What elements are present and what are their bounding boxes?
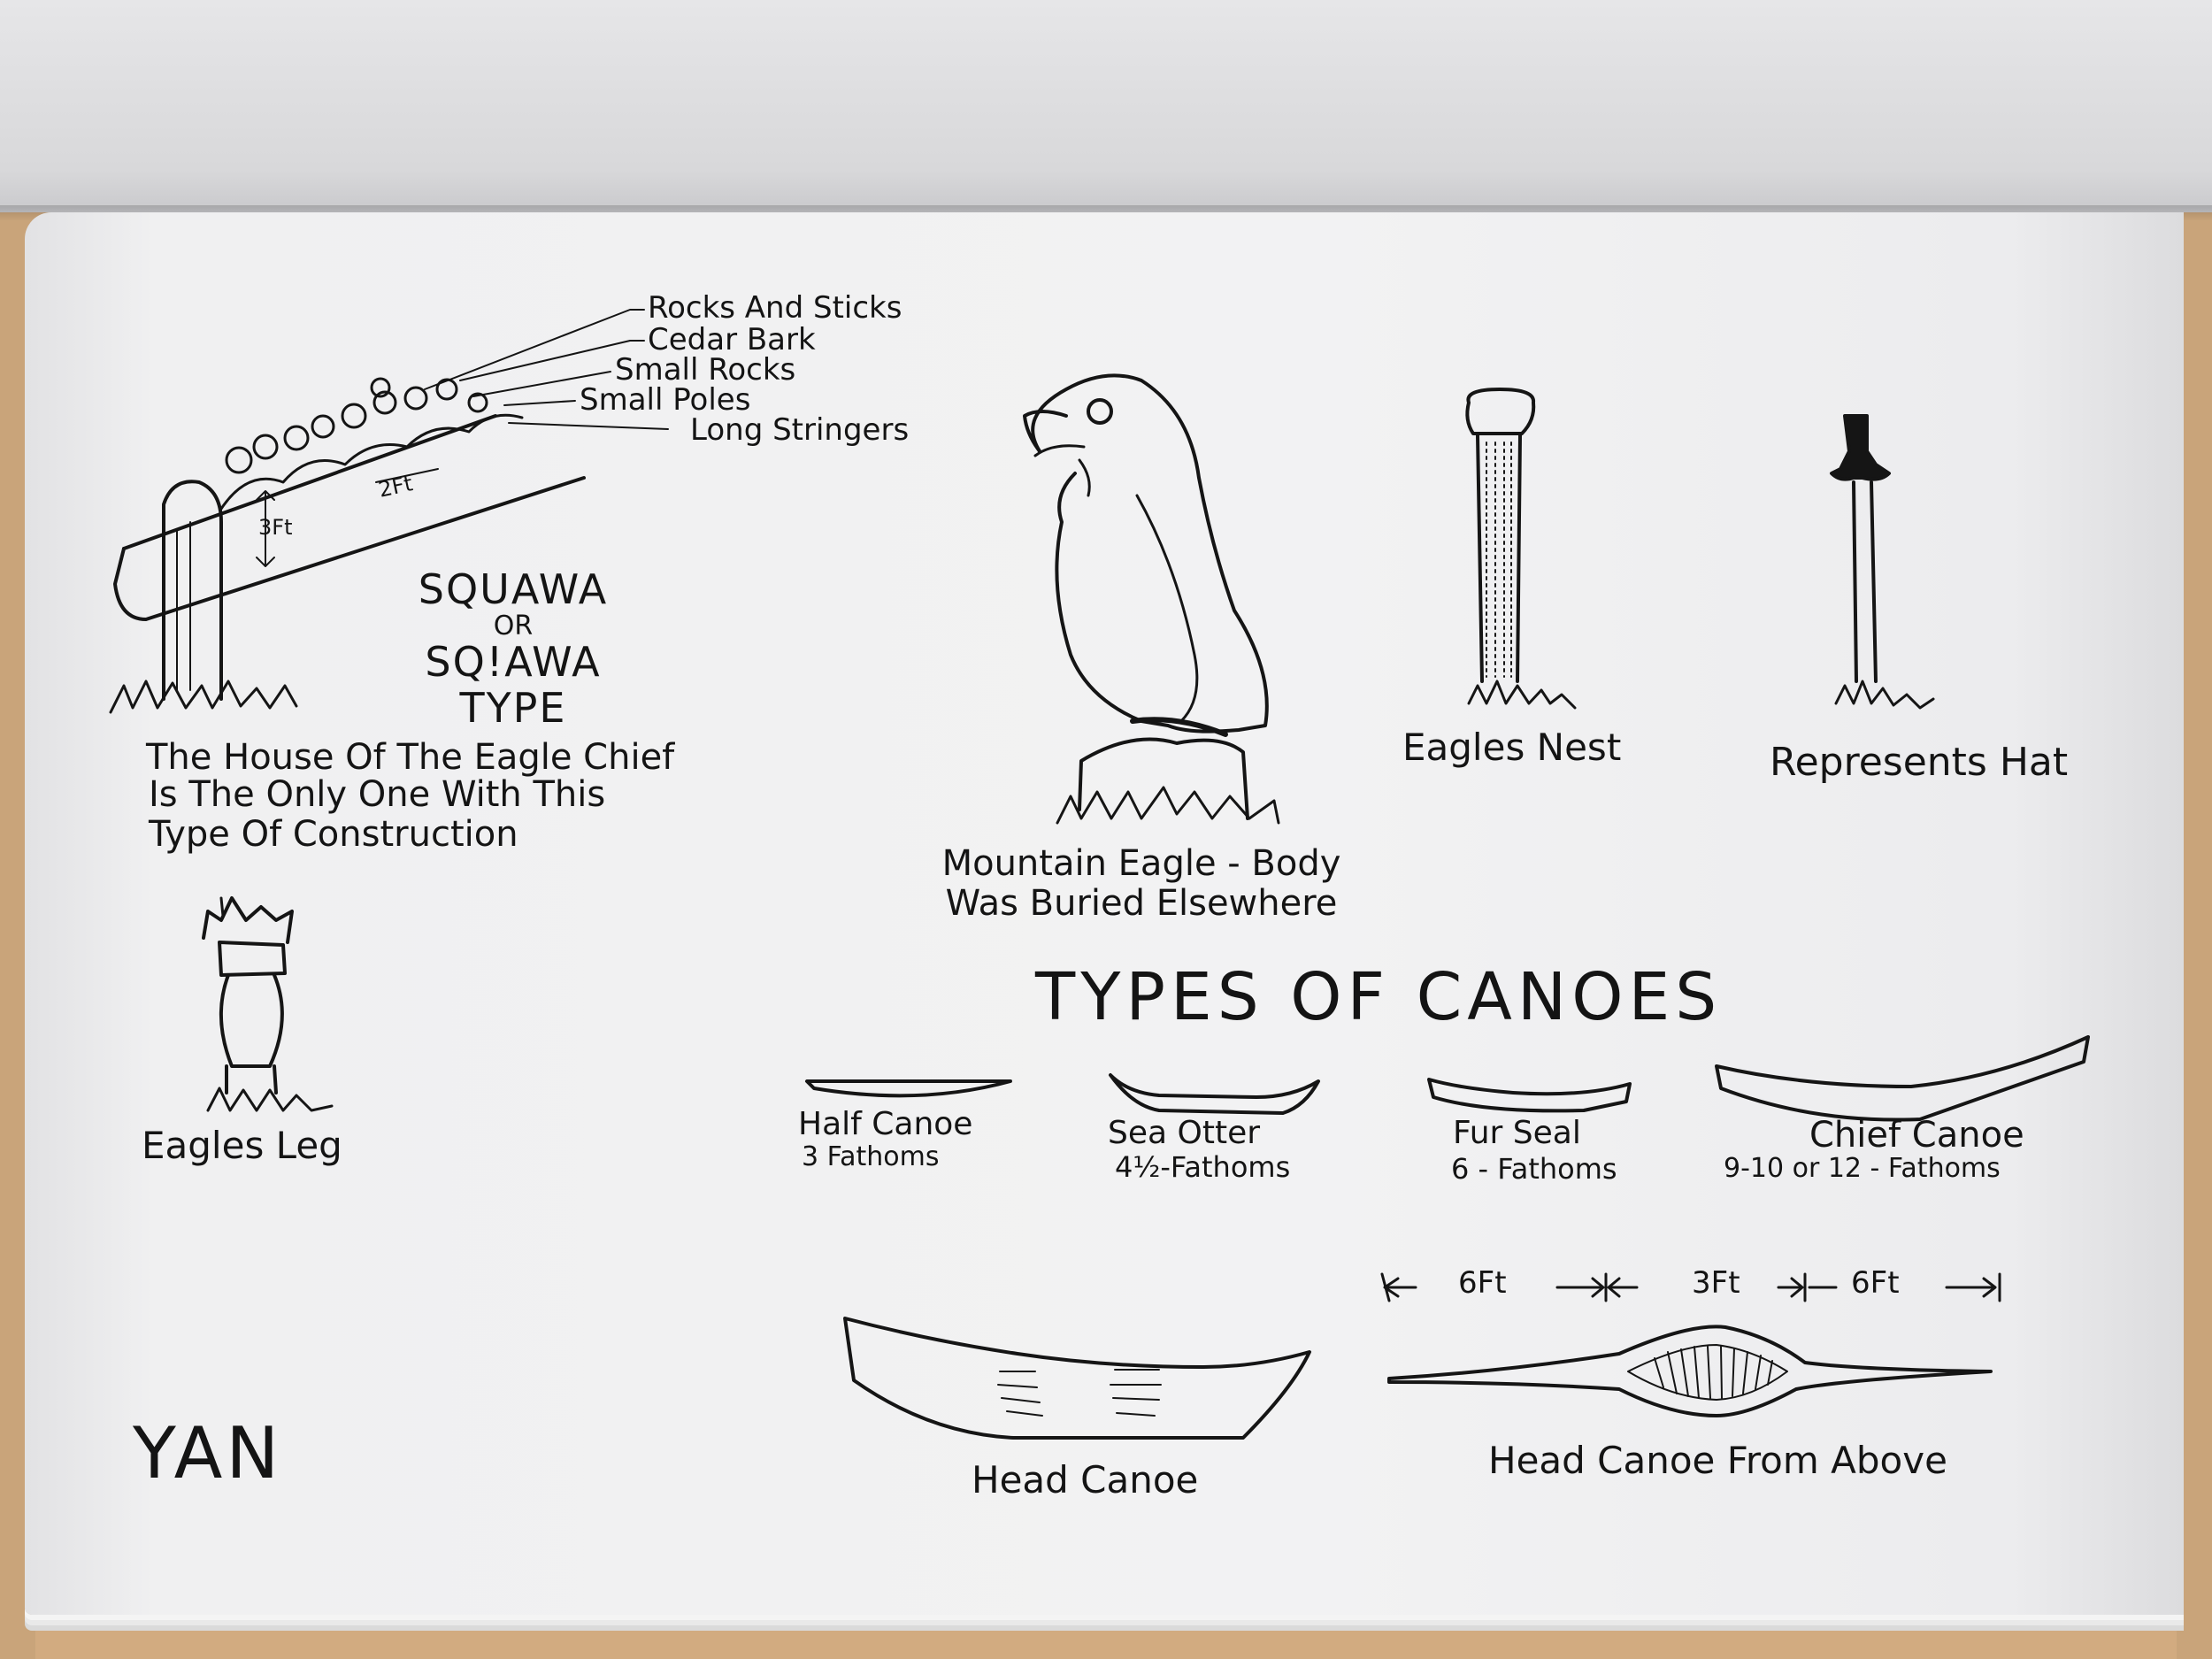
dimension-3ft: 3Ft	[258, 517, 292, 540]
house-caption-line3: Type Of Construction	[149, 816, 518, 854]
type-label: TYPE	[380, 687, 646, 731]
eagle-caption-line1: Mountain Eagle - Body	[938, 845, 1345, 883]
clan-label: YAN	[133, 1416, 282, 1492]
canoe-size-sea-otter: 4½-Fathoms	[1115, 1152, 1290, 1183]
label-long-stringers: Long Stringers	[690, 414, 909, 447]
canoe-name-fur-seal: Fur Seal	[1453, 1117, 1581, 1151]
hat-pole	[1832, 416, 1933, 708]
canoe-size-chief: 9-10 or 12 - Fathoms	[1724, 1155, 2001, 1183]
dim-mid-3ft: 3Ft	[1692, 1267, 1740, 1300]
represents-hat-label: Represents Hat	[1770, 741, 2068, 784]
canoe-name-sea-otter: Sea Otter	[1108, 1117, 1260, 1151]
canoe-name-chief: Chief Canoe	[1809, 1117, 2024, 1155]
house-caption-line1: The House Of The Eagle Chief	[146, 739, 674, 777]
eagles-nest-label: Eagles Nest	[1402, 727, 1621, 767]
type-or: OR	[380, 612, 646, 641]
canoe-drawings	[807, 1037, 2088, 1438]
dim-stern-6ft: 6Ft	[1851, 1267, 1900, 1300]
house-caption-line2: Is The Only One With This	[149, 776, 605, 814]
eagles-nest-pole	[1467, 389, 1575, 708]
eagles-leg-pole	[204, 898, 332, 1110]
canoe-size-fur-seal: 6 - Fathoms	[1451, 1154, 1617, 1185]
dim-bow-6ft: 6Ft	[1458, 1267, 1507, 1300]
eagle-drawing	[1025, 375, 1279, 823]
canoe-size-half: 3 Fathoms	[802, 1143, 940, 1171]
canoe-name-half: Half Canoe	[798, 1108, 972, 1142]
eagle-caption-line2: Was Buried Elsewhere	[938, 885, 1345, 923]
canoes-heading: TYPES OF CANOES	[1035, 963, 1722, 1033]
eagles-leg-label: Eagles Leg	[142, 1125, 342, 1165]
type-name-sqiawa: SQ!AWA	[380, 641, 646, 685]
head-canoe-above-label: Head Canoe From Above	[1488, 1440, 1947, 1480]
type-name-squawa: SQUAWA	[380, 568, 646, 612]
label-rocks-and-sticks: Rocks And Sticks	[648, 292, 902, 325]
head-canoe-label: Head Canoe	[972, 1460, 1198, 1500]
